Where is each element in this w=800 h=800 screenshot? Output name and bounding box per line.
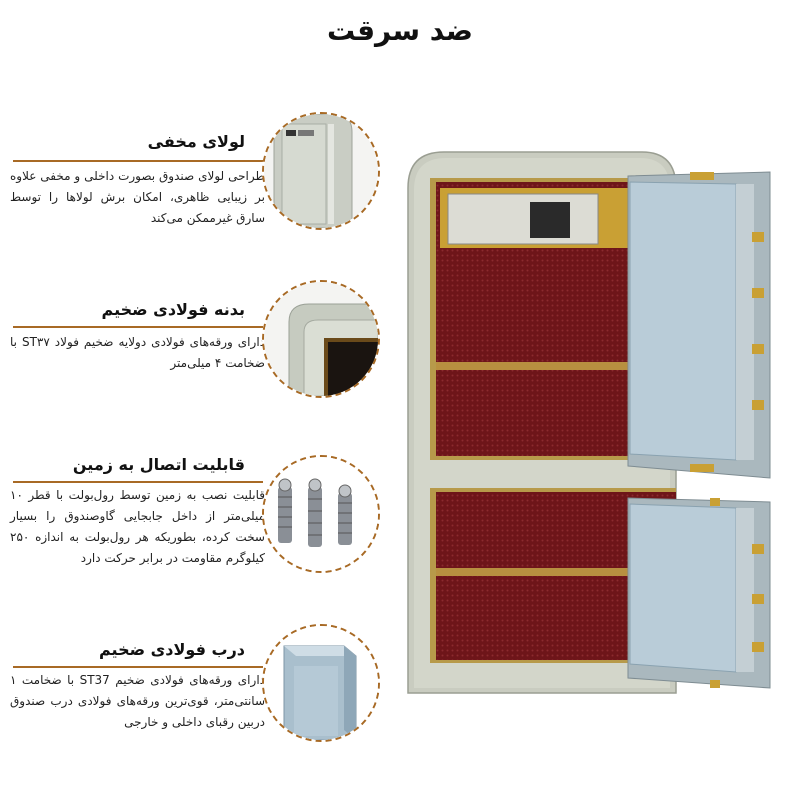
feature-description: طراحی لولای صندوق بصورت داخلی و مخفی علا… [10, 169, 265, 225]
feature-title: درب فولادی ضخیم [98, 640, 245, 659]
steel-body-corner-detail-icon [262, 280, 380, 398]
feature-description: قابلیت نصب به زمین توسط رول‌بولت با قطر … [10, 488, 265, 565]
anchor-bolts-icon [262, 455, 380, 573]
safe-image [400, 148, 780, 708]
feature-divider [13, 160, 263, 162]
feature-steel-door: درب فولادی ضخیم دارای ورقه‌های فولادی ضخ… [0, 624, 800, 800]
feature-divider [13, 326, 263, 328]
feature-steel-body: بدنه فولادی ضخیم دارای ورقه‌های فولادی د… [0, 280, 800, 460]
feature-description: دارای ورقه‌های فولادی دولایه ضخیم فولاد … [10, 335, 265, 370]
feature-title: لولای مخفی [147, 132, 245, 151]
feature-divider [13, 481, 263, 483]
feature-description: دارای ورقه‌های فولادی ضخیم ST37 با ضخامت… [10, 673, 265, 729]
page-title: ضد سرقت [327, 14, 473, 47]
feature-divider [13, 666, 263, 668]
thick-door-detail-icon [262, 624, 380, 742]
hidden-hinge-detail-icon [262, 112, 380, 230]
feature-title: قابلیت اتصال به زمین [72, 455, 245, 474]
feature-title: بدنه فولادی ضخیم [101, 300, 245, 319]
feature-floor-anchor: قابلیت اتصال به زمین قابلیت نصب به زمین … [0, 455, 800, 615]
feature-hidden-hinge: لولای مخفی طراحی لولای صندوق بصورت داخلی… [0, 112, 800, 292]
